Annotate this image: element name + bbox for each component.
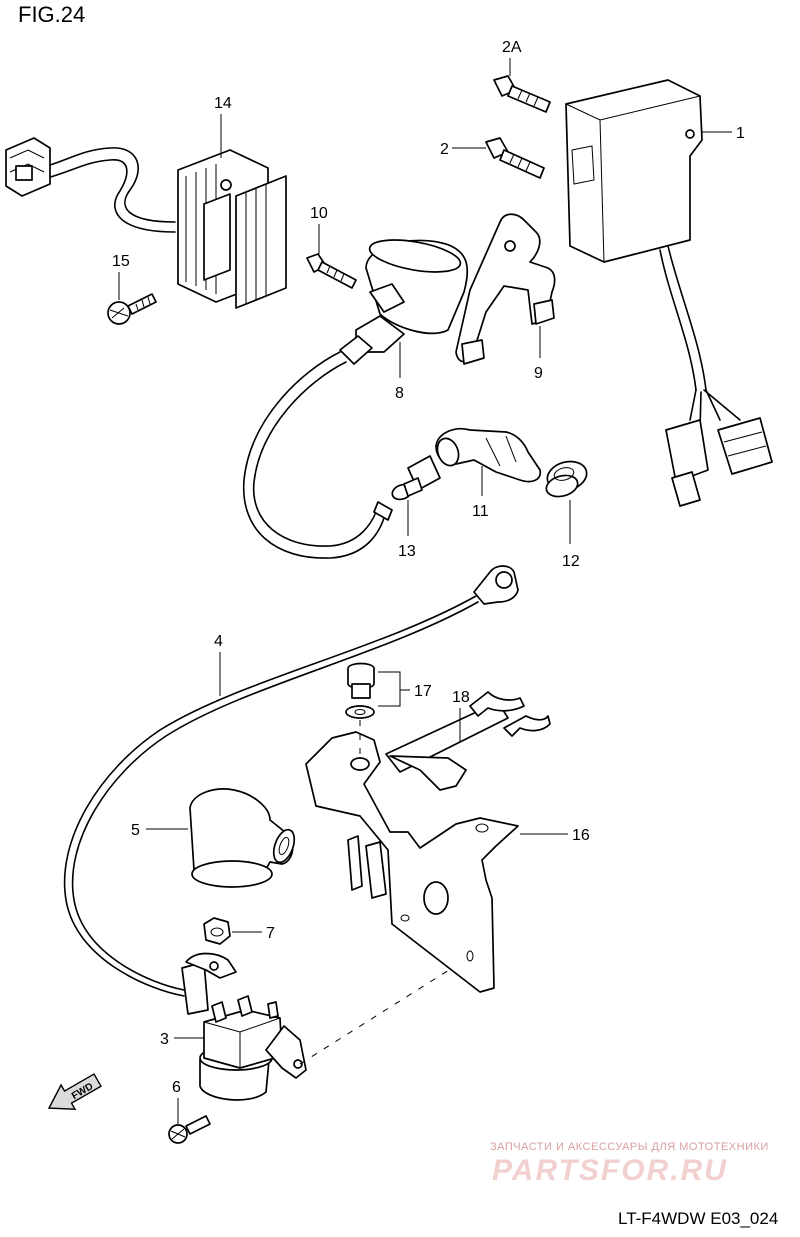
- forward-arrow-icon: FWD: [47, 1073, 102, 1111]
- callout-10: 10: [310, 205, 328, 254]
- callout-18: 18: [452, 689, 470, 742]
- screw-part-2a: [493, 75, 551, 113]
- svg-text:11: 11: [472, 503, 489, 520]
- callout-13: 13: [398, 500, 416, 560]
- svg-text:14: 14: [214, 95, 232, 112]
- assembly-line-relay: [299, 957, 469, 1065]
- callout-14: 14: [214, 95, 232, 158]
- callout-15: 15: [112, 253, 130, 300]
- forward-label: FWD: [70, 1081, 95, 1102]
- boot-part-12: [545, 460, 588, 498]
- callout-2a: 2A: [502, 39, 522, 76]
- callout-16: 16: [520, 827, 590, 844]
- callout-8: 8: [395, 342, 404, 402]
- drawing-code: LT-F4WDW E03_024: [618, 1209, 778, 1228]
- grommet-part-13: [391, 455, 441, 501]
- watermark-brand: PARTSFOR.RU: [492, 1154, 728, 1187]
- svg-text:16: 16: [572, 827, 590, 844]
- bracket-part-9: [455, 213, 556, 365]
- svg-text:9: 9: [534, 365, 543, 382]
- callout-4: 4: [214, 633, 223, 696]
- ignition-coil-part: [242, 239, 469, 559]
- svg-text:6: 6: [172, 1079, 181, 1096]
- svg-text:5: 5: [131, 822, 140, 839]
- nut-part-7: [203, 917, 231, 945]
- svg-text:2: 2: [440, 141, 449, 158]
- bolt-part-15: [107, 293, 157, 325]
- callout-5: 5: [131, 822, 188, 839]
- callout-6: 6: [172, 1079, 181, 1124]
- svg-text:17: 17: [414, 683, 432, 700]
- svg-text:7: 7: [266, 925, 275, 942]
- callout-3: 3: [160, 1031, 204, 1048]
- svg-text:2A: 2A: [502, 39, 522, 56]
- callout-2: 2: [440, 141, 486, 158]
- svg-text:18: 18: [452, 689, 470, 706]
- svg-text:13: 13: [398, 543, 416, 560]
- mounting-bracket-part: [305, 731, 519, 993]
- callout-1: 1: [702, 125, 745, 142]
- svg-text:10: 10: [310, 205, 328, 222]
- svg-text:12: 12: [562, 553, 580, 570]
- callout-17: 17: [378, 671, 432, 707]
- watermark-tagline: ЗАПЧАСТИ И АКСЕССУАРЫ ДЛЯ МОТОТЕХНИКИ: [490, 1141, 769, 1153]
- svg-text:8: 8: [395, 385, 404, 402]
- starter-cable-part: [63, 565, 519, 1015]
- svg-text:15: 15: [112, 253, 130, 270]
- callout-9: 9: [534, 326, 543, 382]
- svg-text:1: 1: [736, 125, 745, 142]
- plug-cap-part: [435, 427, 542, 483]
- bolt-washer-part-17: [345, 662, 375, 719]
- callout-12: 12: [562, 500, 580, 570]
- callout-11: 11: [472, 466, 489, 520]
- regulator-rectifier-part: [5, 137, 287, 309]
- terminal-boot-part: [189, 788, 296, 888]
- screw-part-2: [485, 137, 545, 179]
- clamp-band-part: [385, 691, 551, 791]
- figure-label: FIG.24: [18, 2, 85, 27]
- svg-text:3: 3: [160, 1031, 169, 1048]
- bolt-part-10: [306, 253, 357, 289]
- svg-text:4: 4: [214, 633, 223, 650]
- cdi-unit-part: [565, 79, 773, 507]
- bolt-part-6: [168, 1115, 211, 1144]
- callout-7: 7: [232, 925, 275, 942]
- starter-relay-part: [199, 995, 307, 1101]
